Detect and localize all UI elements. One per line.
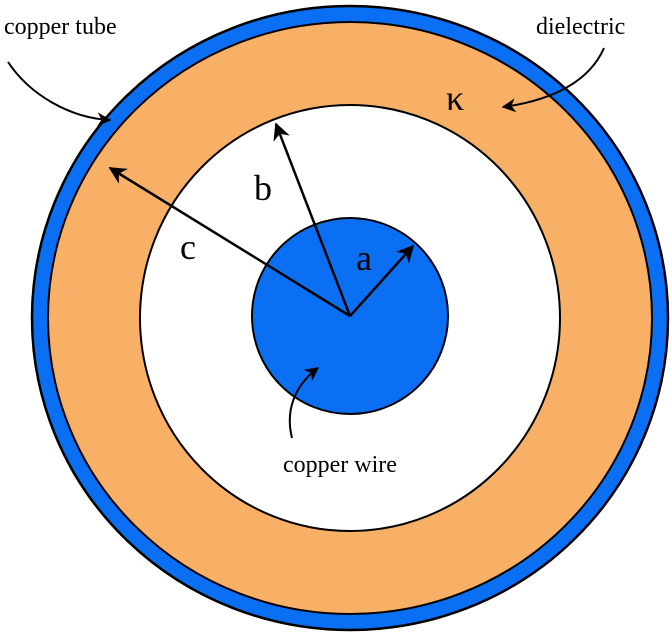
radius-a-label: a (356, 238, 372, 278)
radius-c-label: c (180, 227, 196, 267)
dielectric-pointer (501, 47, 605, 113)
radius-b-label: b (254, 168, 272, 208)
copper-wire-label: copper wire (283, 452, 397, 478)
kappa-label: κ (446, 78, 464, 118)
copper-tube-label: copper tube (4, 14, 117, 40)
dielectric-label: dielectric (536, 14, 625, 40)
copper-wire-pointer (288, 367, 320, 439)
copper-tube-pointer (7, 61, 112, 127)
radius-c-arrow (108, 166, 351, 318)
radius-b-arrow (273, 122, 352, 317)
radius-a-arrow (349, 244, 415, 317)
